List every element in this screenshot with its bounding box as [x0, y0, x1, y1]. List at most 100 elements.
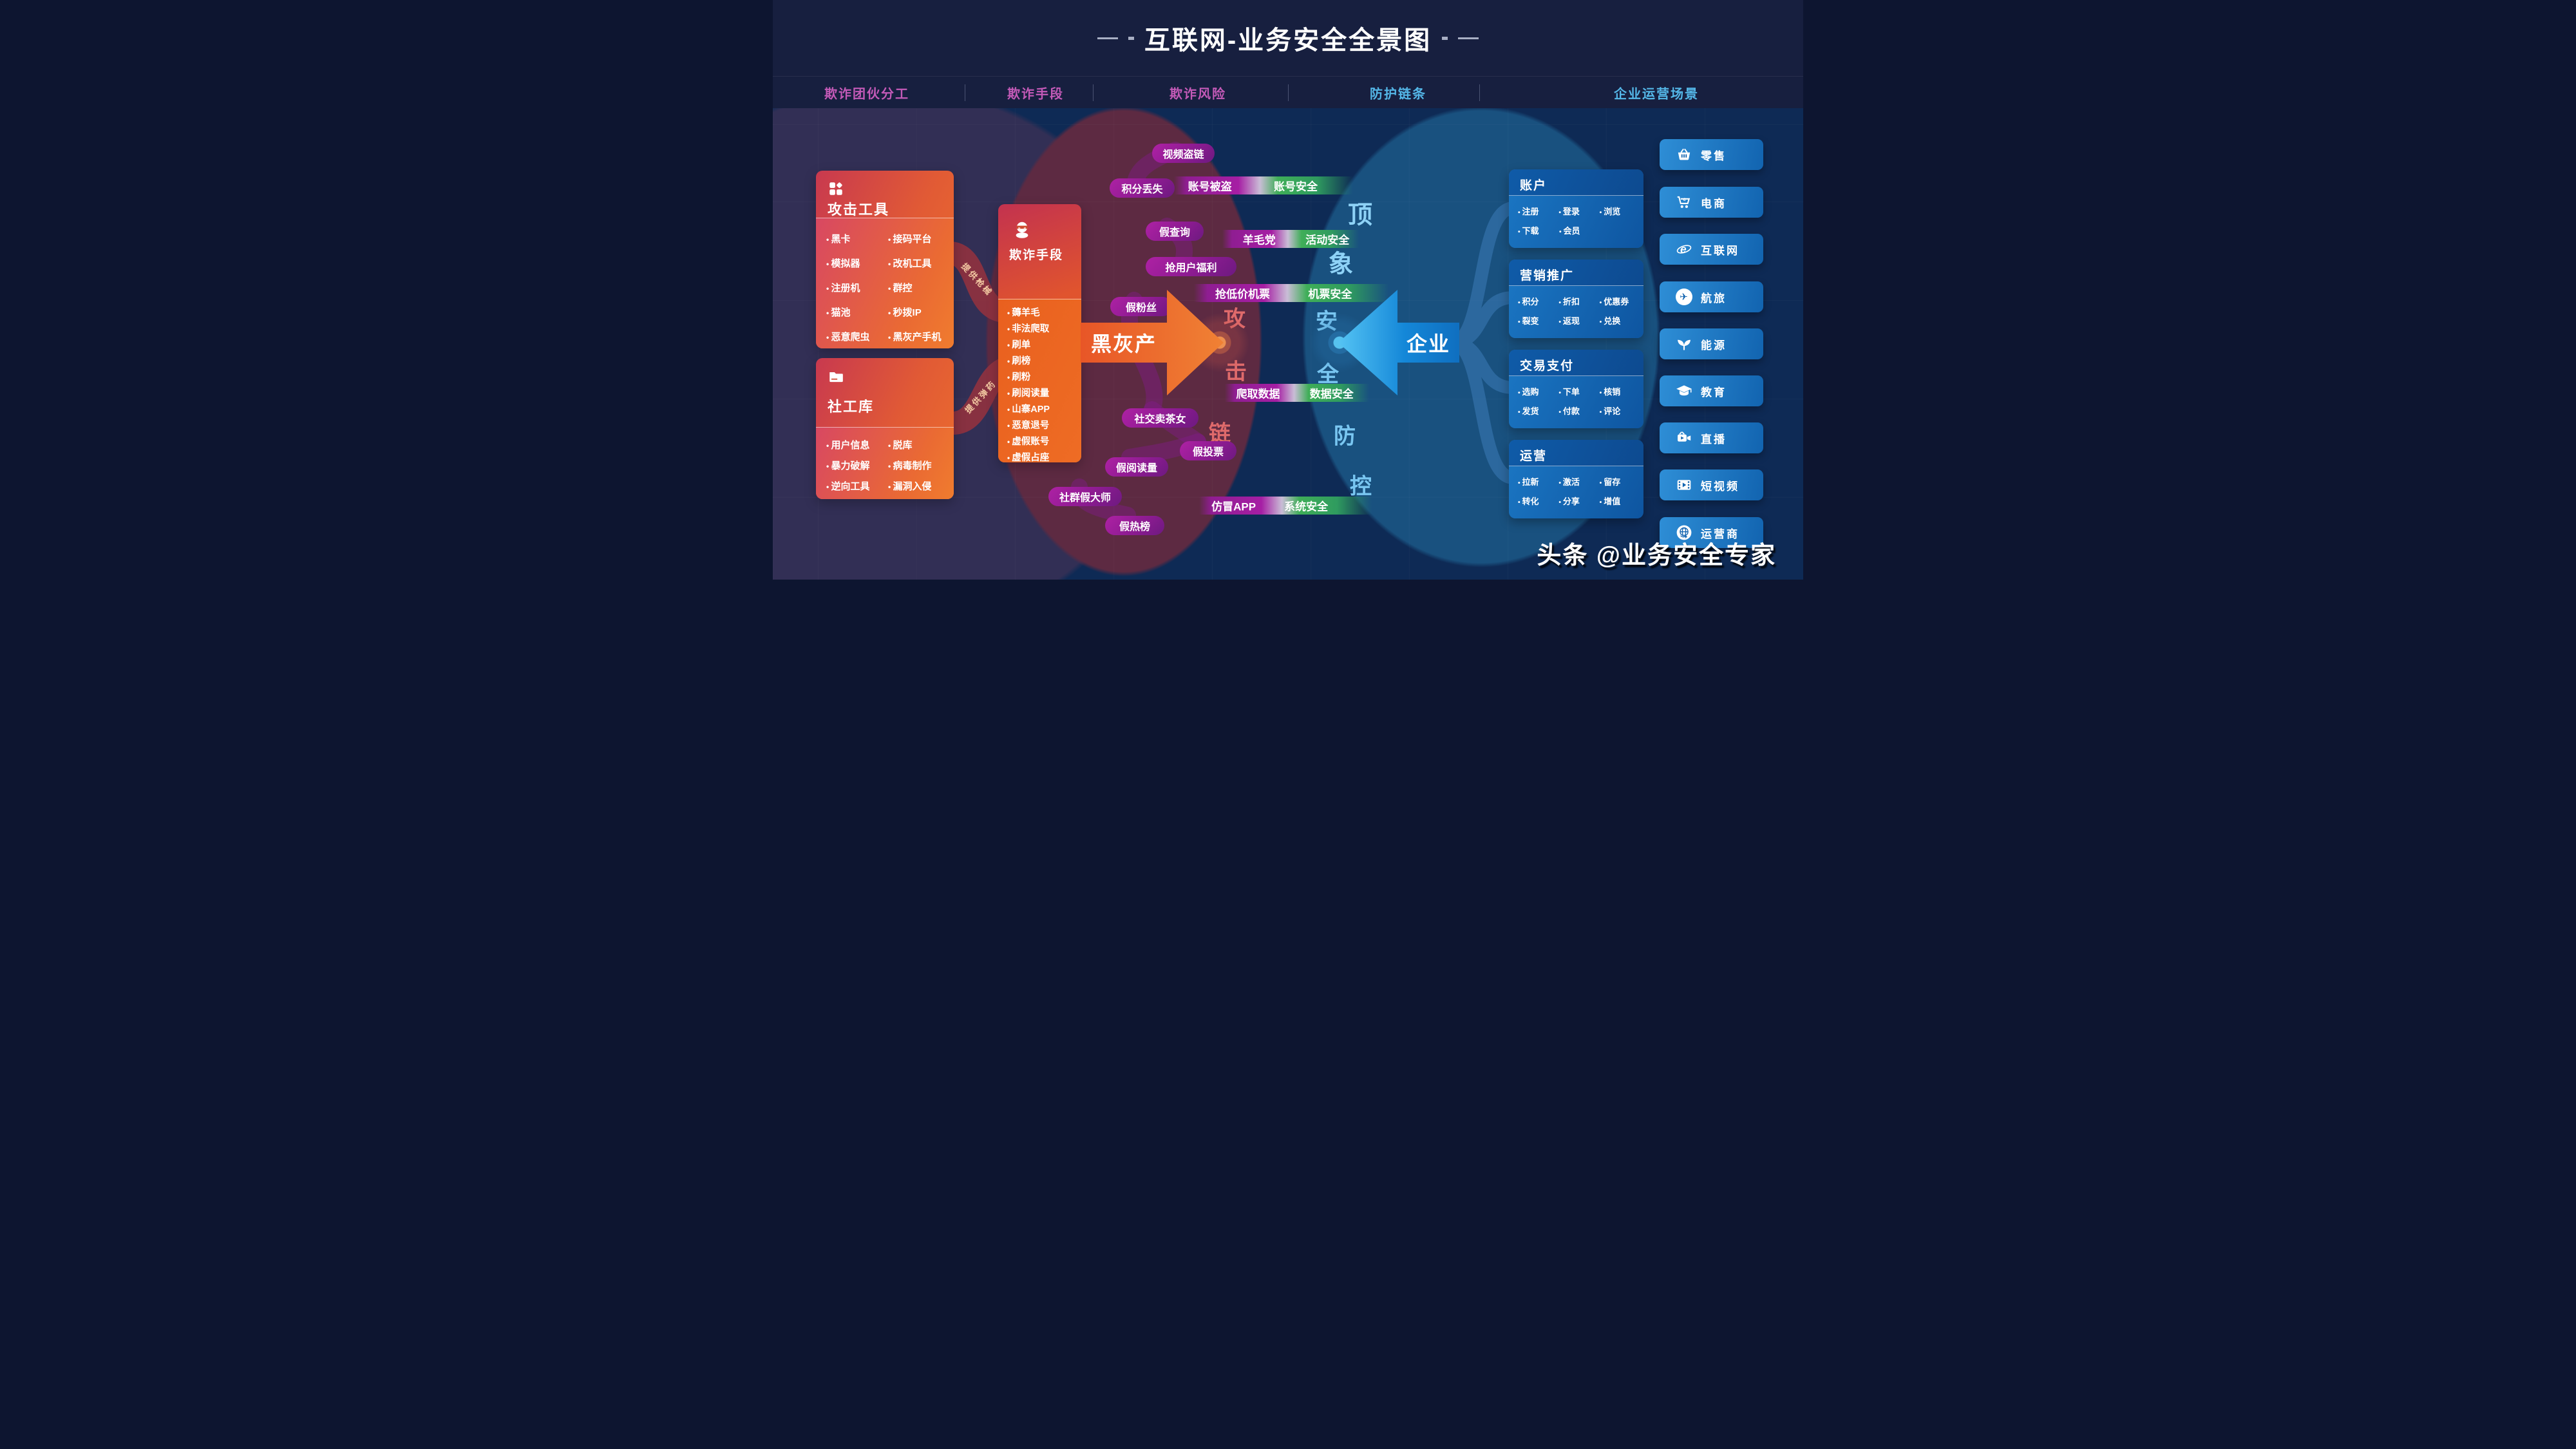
list-item: 接码平台 — [888, 227, 932, 252]
nav-item-fraud-methods: 欺诈手段 — [1007, 87, 1064, 101]
panel-title: 交易支付 — [1520, 359, 1575, 373]
basket-icon — [1675, 146, 1692, 164]
list-item: 刷阅读量 — [1007, 386, 1049, 402]
list-item: 薅羊毛 — [1007, 305, 1040, 321]
risk-label: 爬取数据 — [1236, 388, 1280, 401]
nav-item-business-scenes: 企业运营场景 — [1614, 87, 1699, 101]
bar-account: 账号被盗 账号安全 — [1174, 176, 1353, 194]
safety-label: 账号安全 — [1274, 180, 1318, 193]
decor-dash — [1097, 37, 1118, 39]
sidebar-item-shortvideo: 短视频 — [1660, 469, 1763, 500]
nav-separator — [1479, 84, 1480, 101]
risk-label: 羊毛党 — [1242, 234, 1276, 247]
list-item: 付款 — [1558, 404, 1599, 417]
grid-icon — [828, 180, 846, 198]
defense-char: 安 — [1316, 309, 1338, 334]
panel-operations: 运营 拉新 激活 留存 转化 分享 增值 — [1509, 440, 1643, 518]
list-item: 刷单 — [1007, 337, 1030, 354]
panel-fraud-methods: 欺诈手段 薅羊毛 非法爬取 刷单 刷榜 刷粉 刷阅读量 山寨APP 恶意退号 虚… — [998, 204, 1081, 462]
panel-title: 营销推广 — [1520, 269, 1575, 283]
panel-marketing: 营销推广 积分 折扣 优惠券 裂变 返现 兑换 — [1509, 260, 1643, 338]
live-camera-icon — [1675, 430, 1692, 447]
sidebar-item-livestream: 直播 — [1660, 422, 1763, 453]
nav-item-fraud-gangs: 欺诈团伙分工 — [824, 87, 909, 101]
list-item: 脱库 — [888, 435, 913, 456]
pill-tea-seller: 社交卖茶女 — [1122, 408, 1198, 428]
decor-dot — [1128, 36, 1134, 40]
sidebar-item-retail: 零售 — [1660, 139, 1763, 170]
list-item: 下载 — [1518, 224, 1559, 236]
list-item: 评论 — [1600, 404, 1640, 417]
pill-fake-fans: 假粉丝 — [1110, 297, 1172, 316]
panel-title: 欺诈手段 — [1009, 249, 1064, 262]
list-item: 兑换 — [1600, 314, 1640, 327]
bar-data: 爬取数据 数据安全 — [1225, 384, 1369, 402]
list-item: 黑灰产手机 — [888, 325, 942, 348]
decor-dot — [1442, 36, 1448, 40]
bar-flight: 抢低价机票 机票安全 — [1194, 284, 1388, 302]
list-item: 山寨APP — [1007, 402, 1050, 418]
attacker-label: 黑灰产 — [1090, 332, 1157, 355]
sidebar-item-label: 教育 — [1701, 386, 1727, 399]
brand-char: 顶 — [1347, 202, 1373, 229]
safety-label: 机票安全 — [1308, 288, 1352, 301]
list-item: 刷榜 — [1007, 354, 1030, 370]
list-item: 增值 — [1600, 495, 1640, 507]
bar-activity: 羊毛党 活动安全 — [1222, 230, 1359, 248]
list-item: 折扣 — [1558, 295, 1599, 307]
pill-fake-reads: 假阅读量 — [1105, 457, 1168, 477]
list-item: 选购 — [1518, 385, 1558, 397]
header: 互联网-业务安全全景图 — [773, 0, 1803, 76]
defense-char: 防 — [1334, 424, 1356, 449]
safety-label: 活动安全 — [1305, 234, 1350, 247]
sidebar-item-telecom: 运营商 — [1660, 517, 1763, 548]
bar-system: 仿冒APP 系统安全 — [1199, 497, 1372, 515]
pill-fake-guru: 社群假大师 — [1048, 487, 1122, 506]
pill-fake-query: 假查询 — [1146, 222, 1204, 241]
list-item: 裂变 — [1518, 314, 1558, 327]
sidebar-item-internet: e 互联网 — [1660, 234, 1763, 265]
risk-label: 账号被盗 — [1188, 180, 1232, 193]
cart-icon: e — [1675, 194, 1692, 211]
list-item: 注册机 — [826, 276, 860, 301]
sidebar-item-label: 直播 — [1701, 433, 1727, 446]
film-play-icon — [1675, 477, 1692, 494]
list-item: 激活 — [1558, 475, 1599, 488]
folder-icon — [828, 368, 846, 386]
list-item: 发货 — [1518, 404, 1558, 417]
risk-label: 抢低价机票 — [1215, 288, 1270, 301]
sidebar-item-travel: ✈ 航旅 — [1660, 281, 1763, 312]
nav-separator — [1093, 84, 1094, 101]
panel-payment: 交易支付 选购 下单 核销 发货 付款 评论 — [1509, 350, 1643, 428]
list-item: 漏洞入侵 — [888, 477, 932, 497]
list-item: 注册 — [1518, 205, 1558, 217]
sidebar-item-label: 短视频 — [1701, 480, 1739, 493]
pill-grab-benefits: 抢用户福利 — [1146, 257, 1236, 276]
list-item: 恶意爬虫 — [826, 325, 870, 348]
list-item: 用户信息 — [826, 435, 870, 456]
sidebar-item-ecommerce: e 电商 — [1660, 187, 1763, 218]
panel-title: 社工库 — [828, 399, 875, 415]
nav-item-fraud-risks: 欺诈风险 — [1170, 87, 1226, 101]
safety-label: 数据安全 — [1309, 388, 1354, 401]
list-item: 恶意退号 — [1007, 418, 1049, 434]
pill-fake-trending: 假热榜 — [1105, 516, 1164, 535]
sidebar-item-label: 航旅 — [1701, 292, 1727, 305]
panel-attack-tools: 攻击工具 黑卡 模拟器 注册机 猫池 恶意爬虫 接码平台 改机工具 群控 秒拨I… — [816, 171, 954, 348]
decor-dash — [1458, 37, 1479, 39]
legend-bar: 欺诈团伙分工 欺诈手段 欺诈风险 防护链条 企业运营场景 — [773, 76, 1803, 108]
ninja-icon — [1012, 220, 1030, 238]
panel-title: 运营 — [1520, 450, 1548, 463]
list-item: 非法爬取 — [1007, 321, 1049, 337]
pill-video-hotlink: 视频盗链 — [1152, 144, 1215, 163]
list-item: 分享 — [1558, 495, 1599, 507]
sidebar-item-label: 互联网 — [1701, 244, 1739, 257]
browser-e-icon: e — [1675, 241, 1692, 258]
sidebar-item-label: 电商 — [1701, 197, 1727, 210]
nav-item-protection-chain: 防护链条 — [1370, 87, 1426, 101]
list-item: 下单 — [1558, 385, 1599, 397]
list-item: 秒拨IP — [888, 301, 922, 325]
pill-fake-votes: 假投票 — [1180, 441, 1236, 460]
panel-account: 账户 注册 登录 浏览 下载 会员 — [1509, 169, 1643, 248]
list-item: 留存 — [1600, 475, 1640, 488]
